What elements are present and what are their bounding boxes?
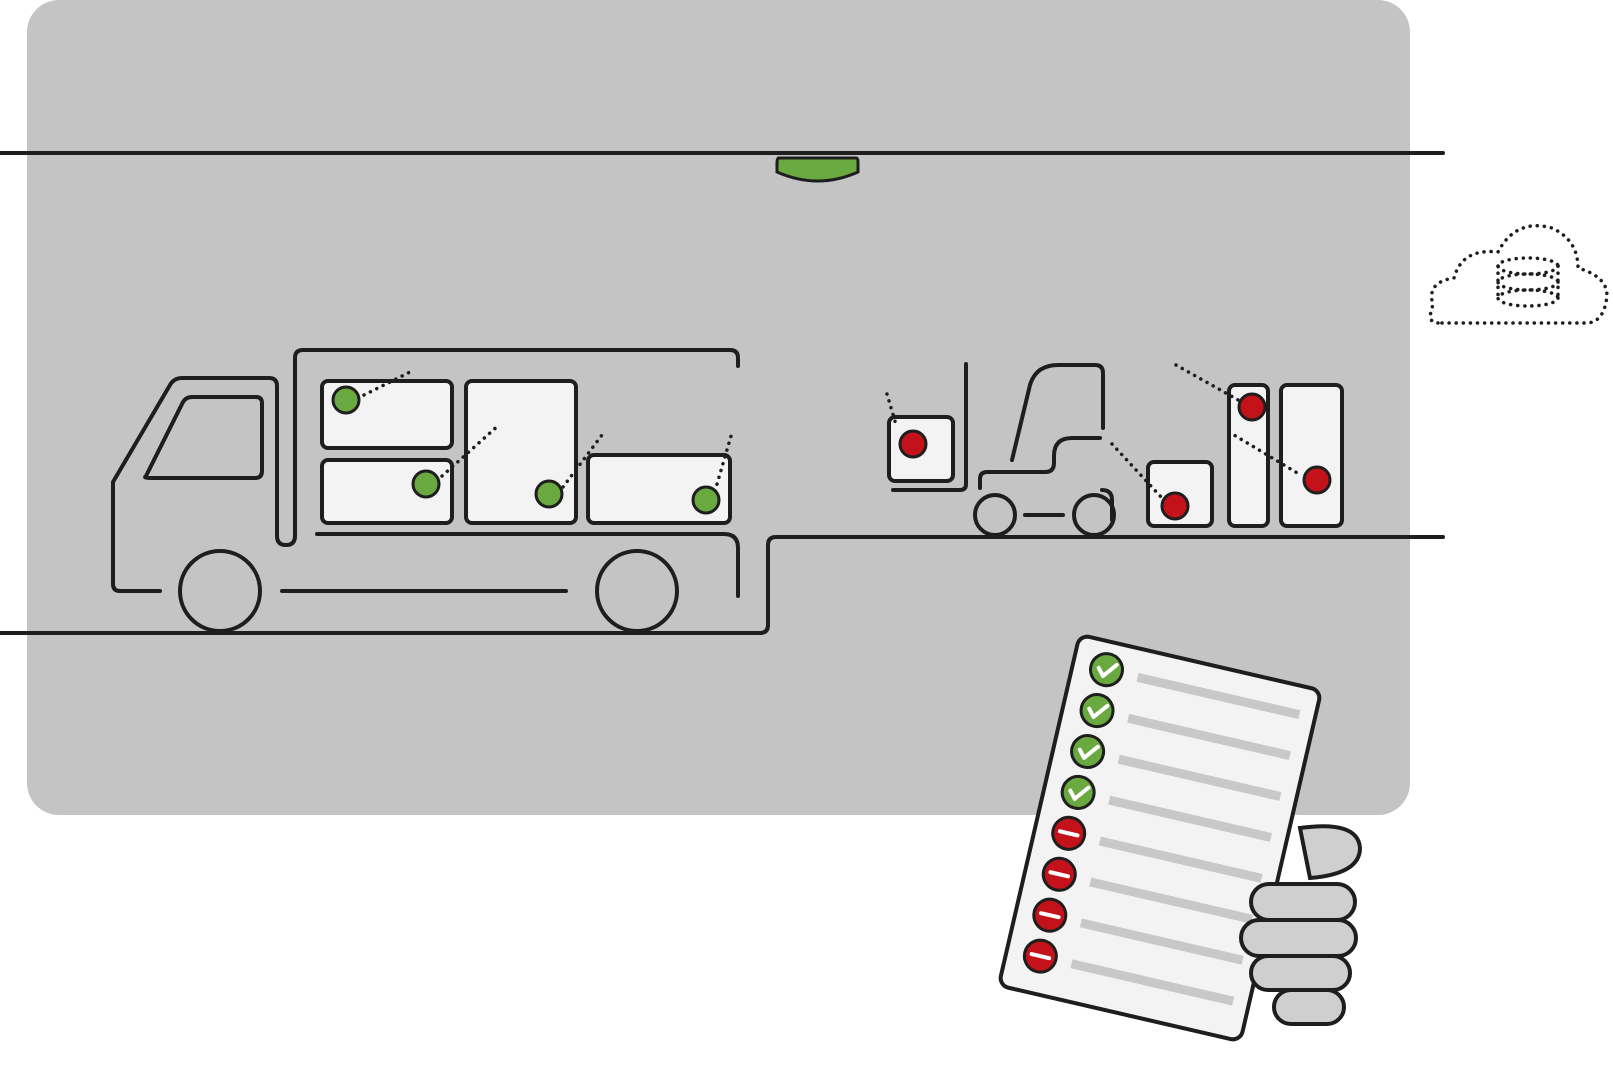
check-mark-icon bbox=[1068, 785, 1091, 801]
checklist-line-placeholder bbox=[1089, 877, 1254, 924]
rfid-tag-detected bbox=[534, 479, 564, 509]
checklist-row bbox=[1060, 774, 1272, 842]
minus-icon bbox=[1029, 952, 1052, 961]
road-line bbox=[0, 535, 1445, 635]
hand-fingers bbox=[1239, 882, 1358, 1026]
rfid-tag-missing bbox=[1160, 491, 1190, 521]
check-mark-icon bbox=[1077, 744, 1100, 760]
forklift-icon bbox=[891, 362, 1116, 537]
checklist-row bbox=[1041, 856, 1254, 924]
tag-signal-line bbox=[561, 429, 607, 489]
cloud-database-icon bbox=[1428, 223, 1609, 325]
tag-signal-line bbox=[885, 392, 899, 430]
checklist-line-placeholder bbox=[1079, 918, 1244, 965]
truck-tag-group bbox=[331, 385, 721, 515]
rfid-tag-missing bbox=[1302, 465, 1332, 495]
checklist-line-placeholder bbox=[1098, 836, 1263, 883]
scan-zone-background bbox=[27, 0, 1410, 815]
rfid-tag-missing bbox=[898, 429, 928, 459]
minus-icon bbox=[1048, 870, 1071, 879]
check-mark-icon bbox=[1087, 703, 1110, 719]
checklist-row bbox=[1079, 693, 1291, 760]
checklist-line-placeholder bbox=[1070, 959, 1235, 1006]
minus-icon bbox=[1057, 829, 1080, 838]
checklist-items bbox=[1022, 652, 1301, 1006]
status-icon bbox=[1070, 733, 1106, 769]
checklist-line-placeholder bbox=[1127, 713, 1291, 760]
warehouse-box bbox=[1279, 383, 1344, 528]
status-icon bbox=[1079, 693, 1115, 729]
rfid-tag-missing bbox=[1237, 392, 1267, 422]
status-icon bbox=[1088, 652, 1124, 688]
delivery-truck-icon bbox=[111, 348, 740, 633]
rfid-tag-detected bbox=[331, 385, 361, 415]
tag-signal-line bbox=[1110, 442, 1164, 500]
tag-signal-line bbox=[1227, 430, 1301, 476]
warehouse-box bbox=[1227, 383, 1270, 528]
checklist-row bbox=[1022, 938, 1235, 1006]
rfid-tag-detected bbox=[411, 469, 441, 499]
tag-signal-line bbox=[1174, 363, 1242, 403]
checklist-line-placeholder bbox=[1117, 754, 1282, 801]
checklist-row bbox=[1051, 815, 1263, 883]
checklist-line-placeholder bbox=[1136, 672, 1301, 720]
status-icon bbox=[1060, 774, 1096, 810]
checklist-line-placeholder bbox=[1108, 795, 1272, 842]
hand-icon bbox=[1297, 824, 1363, 881]
tag-signal-line bbox=[713, 434, 733, 493]
tag-signal-line bbox=[440, 422, 502, 478]
minus-icon bbox=[1039, 911, 1061, 920]
tag-signal-line bbox=[362, 368, 416, 397]
rfid-tag-detected bbox=[691, 485, 721, 515]
checklist-row bbox=[1032, 897, 1244, 965]
checklist-row bbox=[1070, 733, 1282, 801]
rfid-gate-reader-icon bbox=[775, 156, 860, 183]
checklist-row bbox=[1088, 652, 1301, 720]
warehouse-tag-group bbox=[898, 392, 1332, 521]
check-mark-icon bbox=[1096, 662, 1119, 679]
